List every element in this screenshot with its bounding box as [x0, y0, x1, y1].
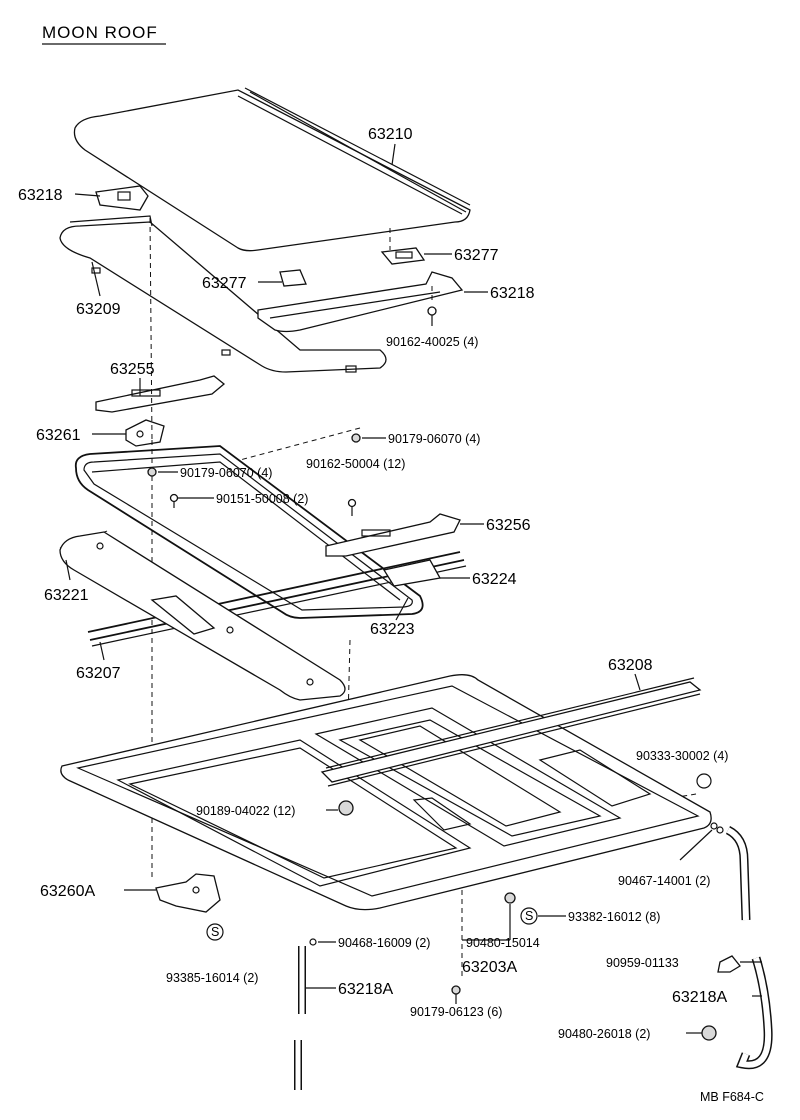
label-90468-16009: 90468-16009 (2) [338, 936, 430, 950]
screw-90162-40025 [427, 306, 437, 326]
label-63277-right: 63277 [454, 247, 499, 264]
label-63256: 63256 [486, 517, 531, 534]
label-90189-04022: 90189-04022 (12) [196, 804, 295, 818]
screw-90162-50004 [347, 498, 357, 516]
label-90480-26018: 90480-26018 (2) [558, 1027, 650, 1041]
label-63209: 63209 [76, 301, 121, 318]
label-93382-16012: 93382-16012 (8) [568, 910, 660, 924]
pad-63277-right [380, 247, 426, 265]
s-symbol-93385: S [206, 923, 224, 941]
label-90179-06123: 90179-06123 (6) [410, 1005, 502, 1019]
label-90162-40025: 90162-40025 (4) [386, 335, 478, 349]
label-90179-06070-lower: 90179-06070 (4) [180, 466, 272, 480]
plate-63255 [95, 375, 226, 413]
block-63261 [125, 419, 165, 447]
label-63255: 63255 [110, 361, 155, 378]
s-symbol-93382: S [520, 907, 538, 925]
glass-panel-63210 [73, 87, 471, 252]
label-90151-50008: 90151-50008 (2) [216, 492, 308, 506]
clip-90467-14001 [710, 822, 724, 834]
leader-lines [65, 143, 762, 1034]
hose-63218A-right [725, 825, 773, 1070]
label-90162-50004: 90162-50004 (12) [306, 457, 405, 471]
label-63218A-right: 63218A [672, 989, 727, 1006]
ring-90333-30002 [696, 773, 712, 789]
label-63218-right: 63218 [490, 285, 535, 302]
nut-90179-06070-upper [351, 433, 361, 443]
grommet-90480-15014 [504, 892, 516, 940]
hose-63218A-left [294, 946, 306, 1090]
nut-90179-06070-lower [147, 467, 157, 477]
label-63223: 63223 [370, 621, 415, 638]
label-63218-left: 63218 [18, 187, 63, 204]
label-63277-left: 63277 [202, 275, 247, 292]
label-63210: 63210 [368, 126, 413, 143]
clip-90468-16009 [309, 938, 317, 946]
label-63224: 63224 [472, 571, 517, 588]
label-90179-06070-upper: 90179-06070 (4) [388, 432, 480, 446]
label-90333-30002: 90333-30002 (4) [636, 749, 728, 763]
label-93385-16014: 93385-16014 (2) [166, 971, 258, 985]
nut-90189-04022 [338, 800, 354, 816]
svg-text:S: S [211, 925, 219, 939]
nut-90179-06123 [451, 985, 461, 995]
clamp-90959-01133 [717, 955, 741, 973]
label-90467-14001: 90467-14001 (2) [618, 874, 710, 888]
label-63208: 63208 [608, 657, 653, 674]
label-63218A-left: 63218A [338, 981, 393, 998]
frame-63221 [59, 531, 346, 701]
label-63261: 63261 [36, 427, 81, 444]
label-63203A: 63203A [462, 959, 517, 976]
label-63260A: 63260A [40, 883, 95, 900]
label-63221: 63221 [44, 587, 89, 604]
plate-63256 [325, 513, 461, 557]
bracket-63260A [155, 873, 221, 913]
pad-63277-left [279, 269, 307, 287]
label-63207: 63207 [76, 665, 121, 682]
diagram-code: MB F684-C [700, 1090, 764, 1104]
screw-90151-50008 [169, 493, 179, 508]
sunshade-63209 [59, 215, 387, 373]
bracket-63218-right [257, 271, 464, 333]
grommet-90480-26018 [701, 1025, 717, 1041]
diagram-title: MOON ROOF [42, 23, 158, 42]
base-frame-63203A [60, 674, 712, 911]
label-90480-15014: 90480-15014 [466, 936, 540, 950]
rail-63208 [320, 677, 702, 787]
label-90959-01133: 90959-01133 [606, 956, 679, 970]
bracket-63218-left [95, 185, 149, 211]
svg-text:S: S [525, 909, 533, 923]
